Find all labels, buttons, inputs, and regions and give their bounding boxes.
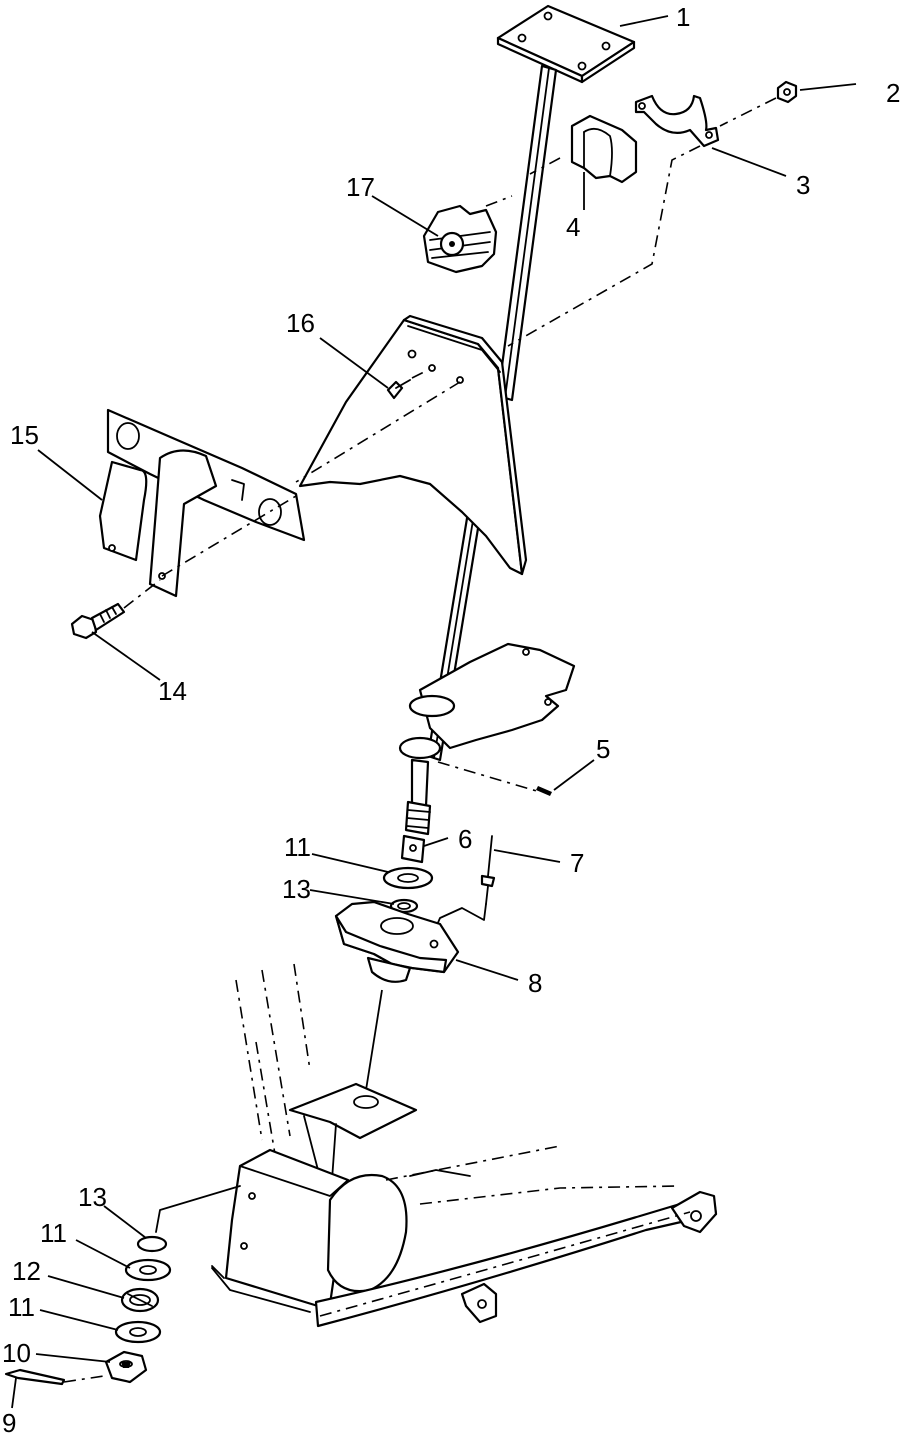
callout-12: 12 <box>12 1256 41 1286</box>
washer-upper-part <box>382 866 434 890</box>
lower-leader-line <box>155 1185 241 1233</box>
callout-3: 3 <box>796 170 810 200</box>
ski-part <box>314 1190 718 1328</box>
callout-11-lower-b: 11 <box>8 1292 35 1322</box>
callout-8: 8 <box>528 968 542 998</box>
spindle-assembly <box>211 963 681 1313</box>
callout-11-lower-a: 11 <box>40 1218 67 1248</box>
callout-17: 17 <box>346 172 375 202</box>
steering-block-part <box>334 900 460 1091</box>
washer-lower-a-part <box>124 1258 172 1282</box>
bolt-part <box>70 579 161 640</box>
callout-15: 15 <box>10 420 39 450</box>
callout-1: 1 <box>676 2 690 32</box>
bushing-block-part <box>422 195 513 274</box>
spring-washer-part <box>120 1287 160 1313</box>
castle-nut-part <box>104 1350 148 1384</box>
bushing-part <box>529 114 638 184</box>
u-bracket-part <box>98 408 306 598</box>
callout-10: 10 <box>2 1338 31 1368</box>
washer-lower-b-part <box>114 1320 162 1344</box>
pin-part <box>536 786 552 796</box>
callout-6: 6 <box>458 824 472 854</box>
callout-13-upper: 13 <box>282 874 311 904</box>
callout-13-lower: 13 <box>78 1182 107 1212</box>
callout-7: 7 <box>570 848 584 878</box>
callout-14: 14 <box>158 676 187 706</box>
mounting-plate-part <box>496 4 636 84</box>
callout-5: 5 <box>596 734 610 764</box>
callout-4: 4 <box>566 212 580 242</box>
small-screw-part <box>386 369 429 400</box>
shaft-end-part <box>400 834 426 864</box>
shaft-lower <box>404 758 432 836</box>
callout-16: 16 <box>286 308 315 338</box>
o-ring-lower-part <box>136 1235 168 1253</box>
cotter-pin-part <box>4 1368 105 1386</box>
nut-part <box>719 80 798 127</box>
lower-support-bracket <box>398 642 576 793</box>
bracket-plate <box>295 314 528 576</box>
clamp-part <box>507 94 720 347</box>
callout-2: 2 <box>886 78 900 108</box>
callout-9: 9 <box>2 1408 16 1435</box>
callout-11-upper: 11 <box>284 832 311 862</box>
callout-leaders <box>11 15 857 1409</box>
